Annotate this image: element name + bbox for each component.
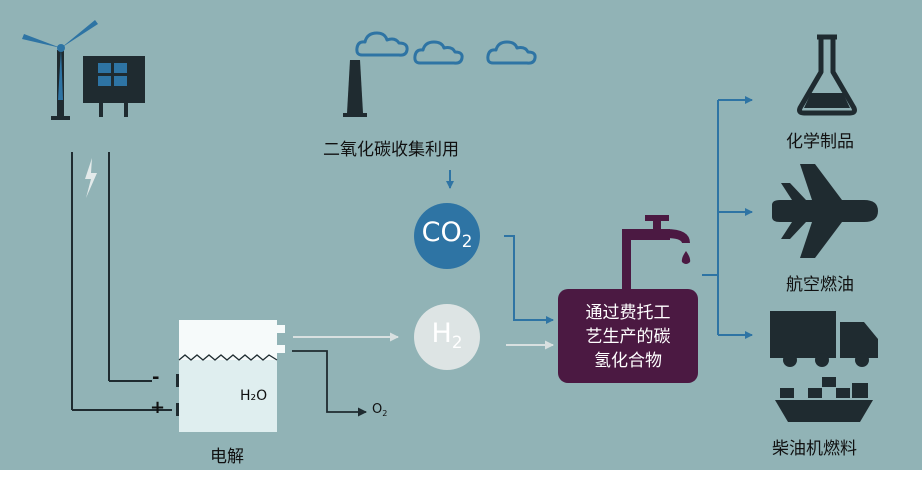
o2-label: O2 [372,402,388,418]
process-line-1: 通过费托工 [585,303,671,323]
minus-sign: - [152,367,160,388]
flask-icon [797,34,857,116]
co2-capture-label: 二氧化碳收集利用 [323,140,459,160]
electrolysis-label: 电解 [210,447,244,467]
wind-turbine-icon [22,20,98,120]
co2-circle-label: CO2 [414,217,480,251]
co2-circle [414,203,480,269]
bottom-strip [0,470,922,478]
factory-chimney-icon [343,60,367,117]
h2-label-sub: 2 [451,331,463,352]
truck-icon [770,311,878,367]
o2-label-sub: 2 [382,408,388,418]
process-line-2: 艺生产的碳 [585,327,671,347]
lightning-icon [85,158,97,198]
output-diesel-label: 柴油机燃料 [772,439,857,459]
water-label: H₂O [240,388,268,404]
process-line-3: 氢化合物 [594,351,662,371]
cloud-icon [355,31,537,65]
h2-label-base: H [431,318,452,349]
solar-panel-icon [83,56,145,117]
o2-arrow [292,350,367,417]
plus-sign: + [150,397,166,418]
output-chemicals-label: 化学制品 [786,132,854,152]
power-wires [71,152,172,411]
h2-circle-label: H2 [414,318,480,352]
ship-icon [775,377,873,422]
output-jet-fuel-label: 航空燃油 [786,275,854,295]
electrolysis-tank [178,320,285,432]
fischer-tropsch-process-box: 通过费托工 艺生产的碳 氢化合物 [558,289,698,383]
co2-to-process-arrow [504,235,554,324]
o2-label-base: O [372,402,383,417]
h2-circle [414,304,480,370]
output-branch-arrows [702,96,753,339]
faucet-icon [622,215,691,291]
co2-label-sub: 2 [461,230,473,251]
co2-label-base: CO [421,217,462,248]
airplane-icon [772,164,878,258]
